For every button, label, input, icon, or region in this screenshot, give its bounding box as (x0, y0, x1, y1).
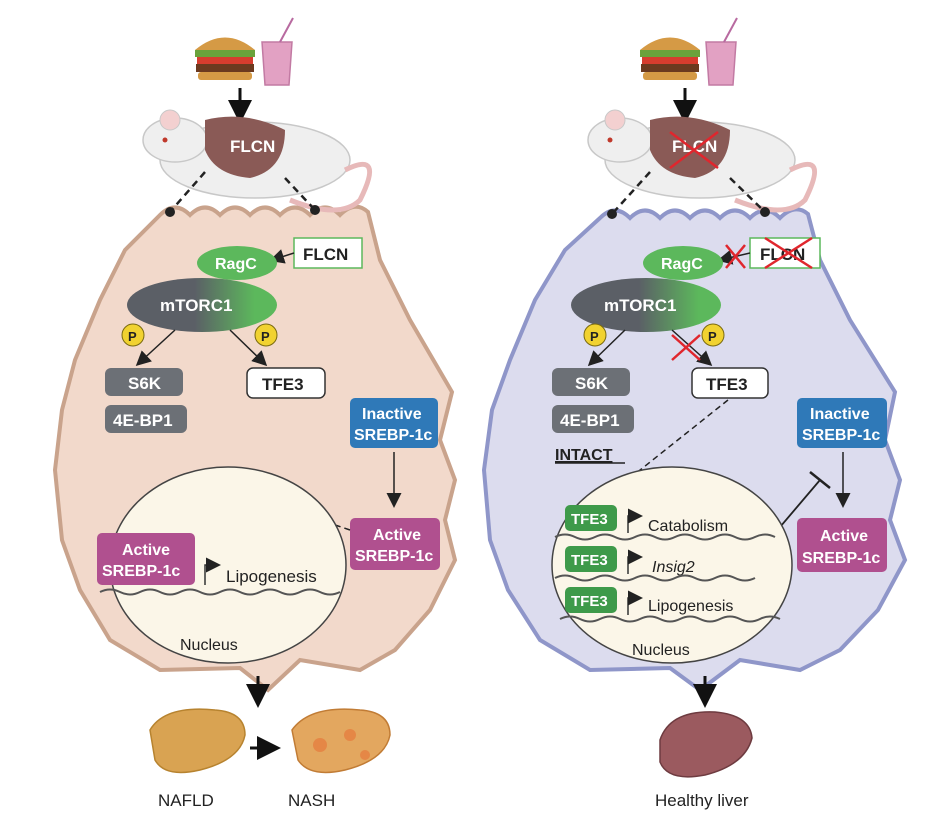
s6k-label: S6K (128, 374, 162, 393)
mtorc1-label-right: mTORC1 (604, 296, 676, 315)
phospho-p1 (121, 323, 145, 347)
tfe3-c-label: TFE3 (571, 593, 608, 610)
nash-liver-icon (291, 708, 391, 774)
phospho-p2-label-right: P (708, 329, 717, 344)
mtorc1-complex (127, 278, 277, 332)
inactive-srebp-box (350, 398, 438, 448)
mtorc1-label: mTORC1 (160, 296, 232, 315)
active-srebp-nuc-box (97, 533, 195, 585)
ragc-label: RagC (215, 256, 257, 273)
inactive-srebp-line2-right: SREBP-1c (802, 427, 880, 444)
inactive-srebp-line2: SREBP-1c (354, 427, 432, 444)
smoothie-icon-right (705, 17, 738, 86)
phospho-p1-label: P (128, 329, 137, 344)
tfe3-c-box (565, 587, 617, 613)
dna-strand-c (559, 615, 781, 623)
tfe3-a-box (565, 505, 617, 531)
active-srebp-cyto-line1: Active (373, 527, 421, 544)
tfe3-box-right (691, 367, 769, 399)
mouse-flcn-label: FLCN (230, 137, 275, 156)
flcn-box-label: FLCN (303, 245, 348, 264)
red-x-mouse-icon (669, 131, 719, 169)
ragc-protein-right (643, 246, 723, 280)
inactive-srebp-line1-right: Inactive (810, 406, 870, 423)
phospho-p2-label: P (261, 329, 270, 344)
active-srebp-nuc-line1: Active (122, 542, 170, 559)
tfe3-a-label: TFE3 (571, 511, 608, 528)
nafld-label: NAFLD (158, 791, 214, 810)
tfe3-b-box (565, 546, 617, 572)
inactive-srebp-line1: Inactive (362, 406, 422, 423)
s6k-label-right: S6K (575, 374, 609, 393)
lipogenesis-label-right: Lipogenesis (648, 598, 733, 615)
active-srebp-cyto-box (350, 518, 440, 570)
mtorc1-complex-right (571, 278, 721, 332)
tfe3-b-label: TFE3 (571, 552, 608, 569)
phospho-p1-label-right: P (590, 329, 599, 344)
4ebp1-box-right (552, 405, 634, 433)
active-srebp-line2-right: SREBP-1c (802, 550, 880, 567)
inactive-srebp-box-right (797, 398, 887, 448)
ragc-protein (197, 246, 277, 280)
phospho-p2-right (701, 323, 725, 347)
ragc-label-right: RagC (661, 256, 703, 273)
s6k-box-right (552, 368, 630, 396)
left-panel: FLCN FLCN RagC mTORC1 P P S6K 4E-BP1 TFE… (52, 17, 458, 810)
mouse-icon (142, 109, 372, 213)
active-srebp-nuc-line2: SREBP-1c (102, 563, 180, 580)
tfe3-label-right: TFE3 (706, 375, 748, 394)
tfe3-box (246, 367, 326, 399)
active-srebp-cyto-line2: SREBP-1c (355, 548, 433, 565)
right-panel: FLCN FLCN RagC mTORC1 P P (481, 17, 908, 810)
smoothie-icon (261, 17, 294, 86)
lipogenesis-label: Lipogenesis (226, 567, 317, 586)
flcn-box-right (749, 237, 821, 269)
healthy-liver-label: Healthy liver (655, 791, 749, 810)
4ebp1-label-right: 4E-BP1 (560, 411, 620, 430)
dna-strand-a (554, 533, 776, 541)
tfe3-label: TFE3 (262, 375, 304, 394)
nafld-liver-icon (149, 708, 246, 774)
active-srebp-box-right (797, 518, 887, 572)
4ebp1-label: 4E-BP1 (113, 411, 173, 430)
burger-icon-right (640, 37, 700, 80)
burger-icon (195, 37, 255, 80)
red-x-tfe3-icon (671, 334, 701, 361)
insig2-label: Insig2 (652, 559, 695, 576)
s6k-box (105, 368, 183, 396)
dna-strand-b (554, 574, 756, 582)
dna-strand (99, 588, 341, 596)
phospho-p1-right (583, 323, 607, 347)
mouse-icon-right (587, 109, 817, 213)
catabolism-label: Catabolism (648, 518, 728, 535)
active-srebp-line1-right: Active (820, 528, 868, 545)
phospho-p2 (254, 323, 278, 347)
intact-label: INTACT (555, 447, 613, 464)
healthy-liver-icon (659, 711, 753, 778)
red-x-flcn-icon (764, 236, 813, 270)
nash-label: NASH (288, 791, 335, 810)
4ebp1-box (105, 405, 187, 433)
red-x-arrow-icon (725, 244, 746, 269)
nucleus-label: Nucleus (180, 637, 238, 654)
nucleus-label-right: Nucleus (632, 642, 690, 659)
